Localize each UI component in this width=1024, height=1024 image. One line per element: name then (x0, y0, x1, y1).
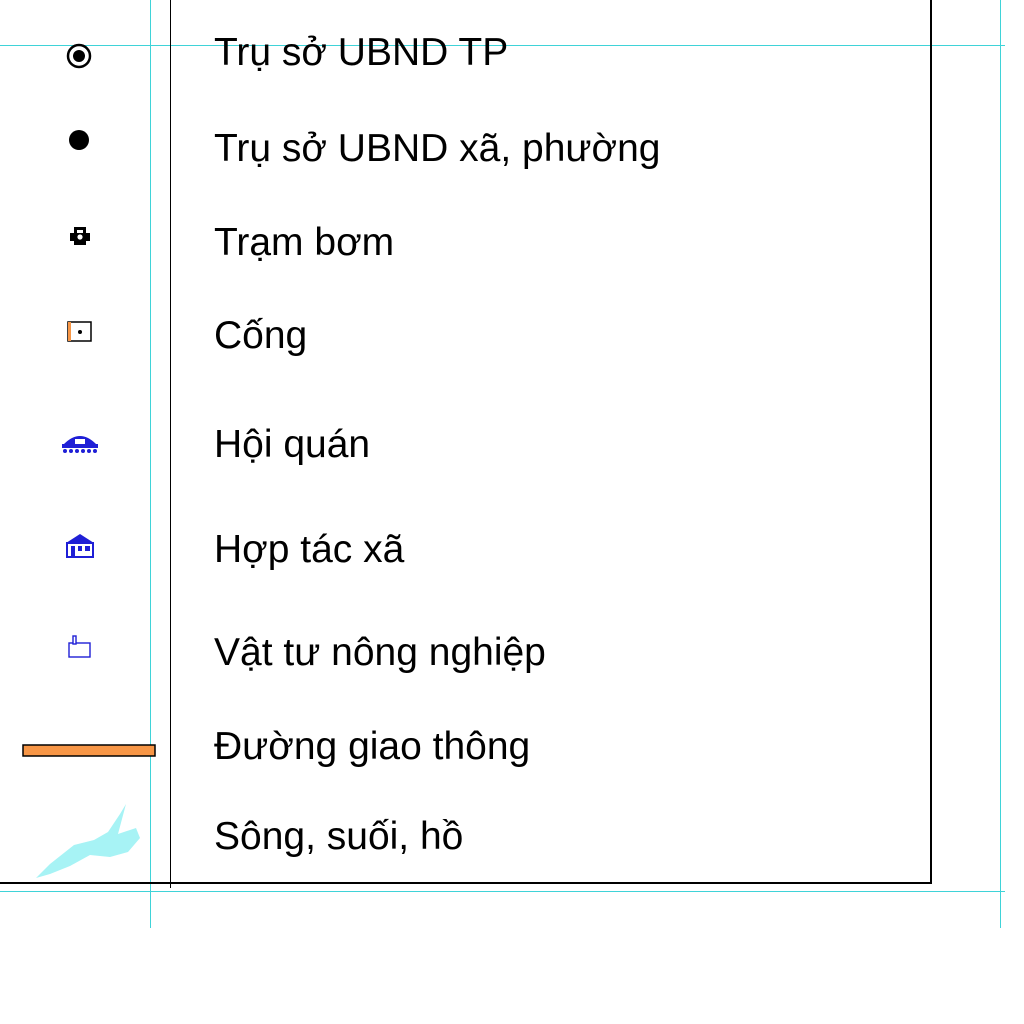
hall-icon (62, 436, 98, 453)
pump-station-icon (70, 227, 90, 245)
legend-label-pump-station: Trạm bơm (214, 221, 395, 264)
city-office-icon (66, 43, 92, 69)
guide-line-right (1000, 0, 1001, 928)
cooperative-icon (66, 534, 94, 558)
legend-label-sluice: Cống (214, 314, 308, 357)
agri-supply-icon (68, 635, 91, 658)
sluice-icon (67, 321, 92, 342)
guide-line-left (150, 0, 151, 928)
legend-label-commune-office: Trụ sở UBND xã, phường (214, 127, 661, 170)
legend-label-city-office: Trụ sở UBND TP (214, 31, 509, 74)
guide-line-bottom (0, 891, 1005, 892)
legend-label-road: Đường giao thông (214, 725, 531, 768)
legend-frame-right (930, 0, 932, 884)
legend-divider (170, 0, 171, 888)
legend-frame-bottom (0, 882, 932, 884)
commune-office-icon (69, 130, 89, 150)
legend-label-hall: Hội quán (214, 423, 371, 466)
guide-line-top (0, 45, 1005, 46)
water-body-icon (36, 804, 140, 878)
legend-label-cooperative: Hợp tác xã (214, 528, 405, 571)
road-line-icon (22, 744, 156, 757)
legend-label-agri-supply: Vật tư nông nghiệp (214, 631, 546, 674)
legend-label-water-body: Sông, suối, hồ (214, 815, 464, 858)
